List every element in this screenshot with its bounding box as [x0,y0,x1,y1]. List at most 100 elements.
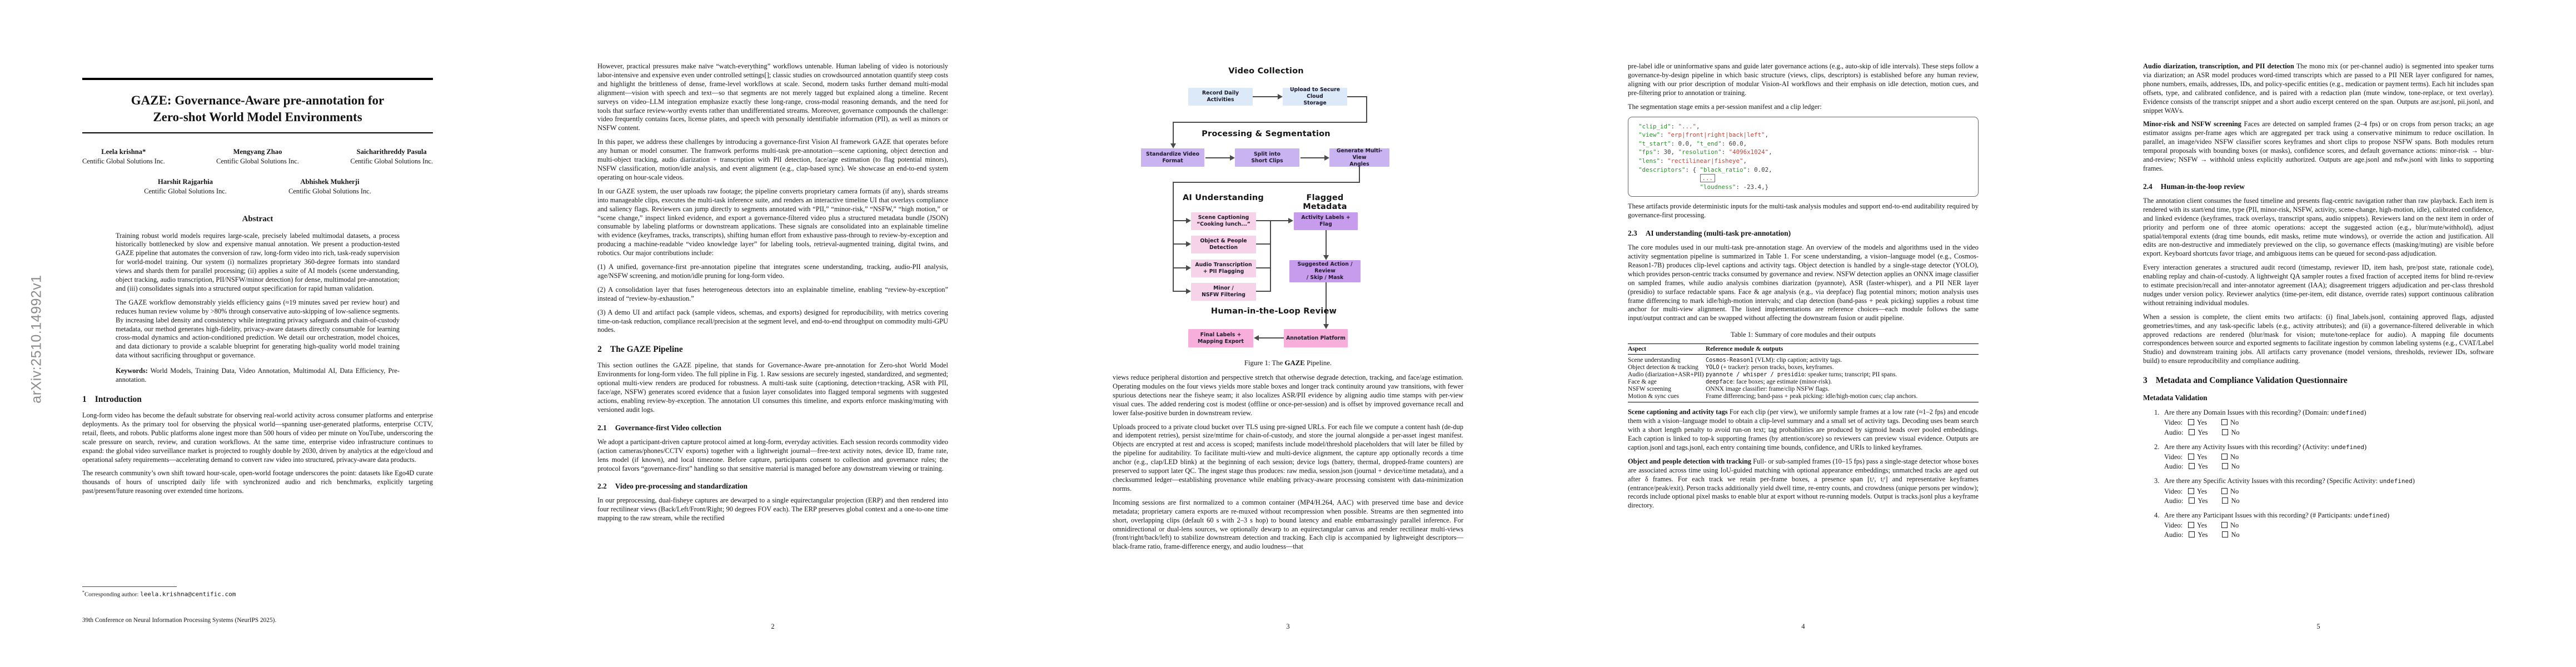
question-body: Are there any Participant Issues with th… [2164,511,2494,540]
connector-line [1256,243,1271,245]
connector-line [1270,220,1271,292]
questionnaire: 1.Are there any Domain Issues with this … [2143,408,2494,539]
code-line: ... [1638,174,1970,183]
paragraph: The GAZE workflow demonstrably yields ef… [116,298,400,360]
table-1-caption: Table 1: Summary of core modules and the… [1731,331,1876,339]
arrow-line [1258,337,1284,339]
table-cell-aspect: Scene understanding [1628,356,1681,364]
paragraph: In this paper, we address these challeng… [597,138,948,181]
authors-row-2: Harshit Rajgarhia Centific Global Soluti… [82,178,433,196]
author: Harshit Rajgarhia Centific Global Soluti… [144,178,227,196]
figure-section-processing-segmentation: Processing & Segmentation [1202,130,1331,138]
checkbox-no [2221,487,2228,494]
table-row: Scene understanding Cosmos-Reason1 (VLM):… [1628,356,1979,364]
arrow-line [1253,96,1278,97]
table-row: Audio (diarization+ASR+PII)pyannote / wh… [1628,371,1979,378]
table-1: Aspect Reference module & outputs Scene … [1628,344,1979,403]
paragraph: (1) A unified, governance-first pre-anno… [597,263,948,280]
table-row: Object detection & tracking YOLO (+ track… [1628,364,1979,371]
author: Mengyang Zhao Centific Global Solutions … [216,148,299,166]
question-body: Are there any Activity Issues with this … [2164,442,2494,471]
paper-title-line2: Zero-shot World Model Environments [153,110,362,124]
table-cell-reference: Cosmos-Reason1 (VLM): clip caption; acti… [1706,356,1842,364]
checkbox-no [2222,497,2229,504]
footnote-asterisk: * [82,590,84,595]
checkbox-yes [2188,522,2194,529]
question-number: 1. [2154,409,2160,417]
figure-box-record-daily-activities: Record Daily Activities [1188,88,1253,106]
table-body: Scene understanding Cosmos-Reason1 (VLM):… [1628,355,1979,402]
paragraph-lead: Minor-risk and NSFW screening [2143,120,2244,128]
figure-section-human-in-the-loop: Human-in-the-Loop Review [1210,307,1337,316]
connector-line [1347,96,1367,97]
question-item: 2. Are there any Activity Issues with thi… [2154,442,2494,471]
checkbox-no [2221,454,2228,460]
arrow-line [1326,230,1327,256]
paragraph: This section outlines the GAZE pipeline,… [597,361,948,414]
figure-box-final-labels-export: Final Labels + Mapping Export [1188,329,1253,347]
checkbox-yes [2188,419,2194,426]
author-affiliation: Centific Global Solutions Inc. [216,157,299,165]
arrow-line [1173,291,1187,292]
author-affiliation: Centific Global Solutions Inc. [82,157,165,165]
checkbox-no [2221,419,2228,426]
arrow-down-icon [1323,324,1329,329]
paragraph: Incoming sessions are first normalized t… [1113,498,1463,551]
connector-line [1256,267,1271,268]
figure-box-annotation-platform: Annotation Platform [1284,329,1348,347]
paragraph: The core modules used in our multi-task … [1628,243,1979,322]
page5-paragraphs-bold: Audio diarization, transcription, and PI… [2143,62,2494,173]
table-cell-reference: YOLO (+ tracker): person tracks, boxes, … [1706,364,1834,371]
abstract: Training robust world models requires la… [116,232,400,361]
checkbox-yes [2188,487,2194,494]
connector-line [1359,167,1360,182]
question-number: 2. [2154,442,2160,451]
table-cell-reference: ONNX image classifier: frame/clip NSFW f… [1706,385,1830,392]
introduction-paragraphs: Long-form video has become the default s… [82,411,433,496]
checkbox-yes [2189,463,2195,470]
table-cell-aspect: Object detection & tracking [1628,364,1698,371]
table-header-reference: Reference module & outputs [1706,346,1783,353]
paragraph: We adopt a participant-driven capture pr… [597,437,948,472]
arrow-right-icon [1278,94,1283,99]
footnote-pre: Corresponding author: [84,591,141,598]
question-value: undefined [2331,443,2365,451]
author-affiliation: Centific Global Solutions Inc. [350,157,433,165]
figure-box-object-people-detection: Object & People Detection [1191,236,1256,253]
footnote-text: *Corresponding author: leela.krishna@cen… [82,590,433,598]
metadata-validation-subheading: Metadata Validation [2143,394,2208,402]
keywords-label: Keywords: [116,367,148,375]
paragraph-lead: Audio diarization, transcription, and PI… [2143,62,2296,70]
question-number: 4. [2154,511,2160,520]
figure-section-flagged-metadata: Flagged Metadata [1303,193,1347,211]
code-line: "descriptors": { "black_ratio": 0.02, [1638,166,1772,173]
paragraph: The segmentation stage emits a per-sessi… [1628,102,1822,111]
arrow-line [1173,243,1187,245]
connector-line [1256,291,1271,292]
question-value: undefined [2379,477,2413,485]
figure-box-audio-transcription: Audio Transcription + PII Flagging [1191,260,1256,277]
code-line: "fps": 30, "resolution": "4096x1024", [1638,148,1772,156]
page-number: 2 [771,623,775,630]
arrow-line [1205,157,1230,158]
author-name: Leela krishna* [101,147,146,156]
footnote: *Corresponding author: leela.krishna@cen… [82,586,433,598]
paragraph: (2) A consolidation layer that fuses het… [597,285,948,302]
paragraph: (3) A demo UI and artifact pack (sample … [597,308,948,334]
title-rule-top [82,78,433,80]
checkbox-yes [2189,497,2195,504]
question-number: 3. [2154,477,2160,485]
footnote-email: leela.krishna@centific.com [140,590,236,598]
author: Leela krishna* Centific Global Solutions… [82,148,165,166]
page-number: 4 [1801,623,1805,630]
table-cell-aspect: Audio (diarization+ASR+PII) [1628,371,1704,378]
paragraph: However, practical pressures make naïve … [597,62,948,132]
figure-box-minor-nsfw-filtering: Minor / NSFW Filtering [1191,283,1256,301]
code-line: "view": "erp|front|right|back|left", [1638,131,1769,139]
